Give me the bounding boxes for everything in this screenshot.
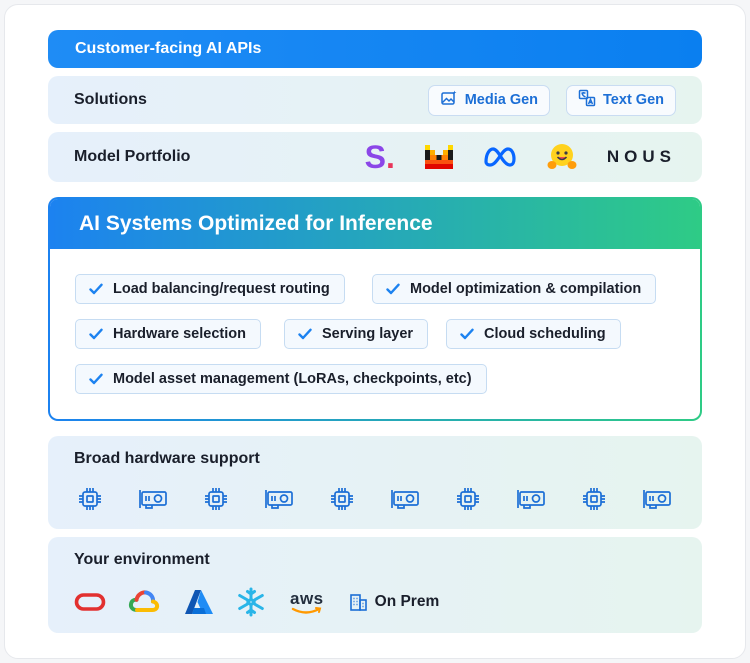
solution-text-gen-label: Text Gen — [603, 92, 664, 108]
gpu-card-icon — [264, 484, 294, 514]
check-icon — [386, 283, 400, 295]
ai-systems-title: AI Systems Optimized for Inference — [79, 212, 433, 235]
mistral-logo — [424, 145, 453, 169]
api-bar-label: Customer-facing AI APIs — [75, 40, 262, 57]
feature-chip: Model optimization & compilation — [372, 274, 657, 304]
aws-logo: aws — [290, 590, 324, 615]
gpu-card-icon — [642, 484, 672, 514]
google-cloud-logo — [128, 589, 160, 615]
image-sparkle-icon — [440, 89, 458, 111]
feature-label: Model asset management (LoRAs, checkpoin… — [113, 371, 472, 387]
ai-systems-header: AI Systems Optimized for Inference — [50, 199, 700, 249]
chip-icon — [453, 484, 483, 514]
model-logos: S. — [335, 141, 676, 173]
check-icon — [89, 373, 103, 385]
environment-icons: aws On Prem — [74, 587, 676, 617]
feature-label: Cloud scheduling — [484, 326, 606, 342]
model-portfolio-title: Model Portfolio — [74, 148, 191, 165]
aws-logo-text: aws — [290, 588, 324, 608]
stability-s-logo: S. — [365, 141, 395, 173]
hugging-face-logo — [547, 143, 577, 171]
feature-label: Serving layer — [322, 326, 414, 342]
chip-icon — [579, 484, 609, 514]
check-icon — [298, 328, 312, 340]
check-icon — [89, 328, 103, 340]
feature-label: Load balancing/request routing — [113, 281, 330, 297]
ai-systems-panel: AI Systems Optimized for Inference Load … — [48, 197, 702, 421]
feature-label: Hardware selection — [113, 326, 246, 342]
translate-icon — [578, 89, 596, 111]
feature-chip: Cloud scheduling — [446, 319, 621, 349]
stability-s-text: S — [364, 139, 386, 175]
check-icon — [89, 283, 103, 295]
feature-label: Model optimization & compilation — [410, 281, 642, 297]
stability-dot: . — [385, 139, 395, 175]
solution-media-gen-label: Media Gen — [464, 92, 539, 108]
meta-logo — [483, 147, 517, 167]
azure-logo — [184, 589, 214, 615]
on-prem-label: On Prem — [374, 593, 440, 610]
building-icon — [349, 594, 367, 611]
environment-title: Your environment — [74, 551, 210, 568]
hardware-support-row: Broad hardware support — [48, 436, 702, 529]
solutions-row: Solutions Media Gen Text Gen — [48, 76, 702, 124]
model-portfolio-row: Model Portfolio S. — [48, 132, 702, 182]
chip-icon — [201, 484, 231, 514]
chip-icon — [327, 484, 357, 514]
on-prem-item: On Prem — [349, 592, 440, 612]
snowflake-logo — [236, 587, 266, 617]
gpu-card-icon — [390, 484, 420, 514]
feature-chip: Model asset management (LoRAs, checkpoin… — [75, 364, 487, 394]
chip-icon — [75, 484, 105, 514]
environment-row: Your environment — [48, 537, 702, 633]
solution-media-gen: Media Gen — [427, 84, 551, 116]
hardware-title: Broad hardware support — [74, 450, 260, 467]
feature-chip: Load balancing/request routing — [75, 274, 345, 304]
hardware-icons — [74, 484, 676, 514]
gpu-card-icon — [516, 484, 546, 514]
feature-chip: Hardware selection — [75, 319, 261, 349]
nous-logo: NOUS — [606, 147, 676, 166]
solution-text-gen: Text Gen — [566, 84, 676, 116]
gpu-card-icon — [138, 484, 168, 514]
feature-chip: Serving layer — [284, 319, 429, 349]
solutions-title: Solutions — [74, 91, 147, 108]
customer-facing-apis-bar: Customer-facing AI APIs — [48, 30, 702, 68]
oracle-logo — [74, 592, 106, 612]
feature-chips: Load balancing/request routing Model opt… — [50, 249, 700, 419]
check-icon — [460, 328, 474, 340]
